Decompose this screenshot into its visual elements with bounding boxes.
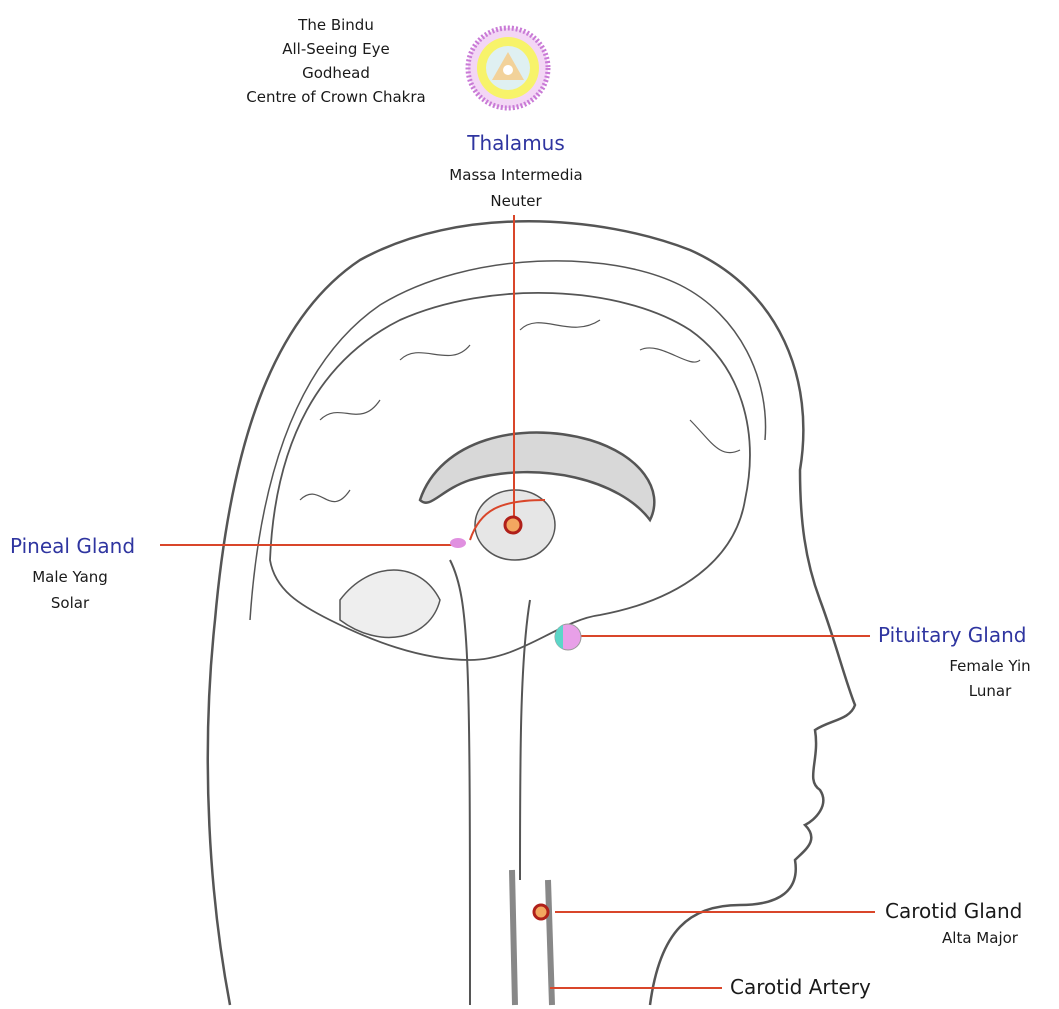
bindu-mandala-icon	[465, 25, 551, 111]
thalamus-sub1: Massa Intermedia	[449, 166, 583, 184]
cerebellum	[339, 569, 441, 639]
bindu-label-1: The Bindu	[298, 16, 374, 34]
pineal-thalamus-connector	[469, 499, 546, 541]
pituitary-sub1: Female Yin	[949, 657, 1031, 675]
pineal-title: Pineal Gland	[10, 534, 136, 558]
corpus-callosum	[418, 431, 656, 523]
thalamus-sub2: Neuter	[490, 192, 542, 210]
pituitary-title: Pituitary Gland	[878, 623, 1027, 647]
brainstem	[449, 559, 531, 1006]
pineal-sub1: Male Yang	[32, 568, 108, 586]
carotid-artery-title: Carotid Artery	[730, 975, 871, 999]
neck-trachea	[509, 869, 555, 1006]
carotid-gland-title: Carotid Gland	[885, 899, 1023, 923]
pituitary-sub2: Lunar	[968, 682, 1012, 700]
gyri	[299, 319, 741, 503]
bindu-label-2: All-Seeing Eye	[282, 40, 390, 58]
skull-inner	[249, 260, 767, 621]
thalamus-dot	[503, 515, 523, 535]
carotid-gland-sub1: Alta Major	[942, 929, 1018, 947]
brain-outline	[269, 291, 751, 661]
bindu-label-3: Godhead	[302, 64, 370, 82]
pituitary-dot-half	[555, 625, 563, 649]
thalamus-title: Thalamus	[467, 131, 565, 155]
pineal-dot	[450, 538, 466, 548]
pineal-sub2: Solar	[50, 594, 90, 612]
carotid-gland-dot	[532, 903, 550, 921]
head-outline	[206, 220, 857, 1006]
bindu-label-4: Centre of Crown Chakra	[246, 88, 426, 106]
